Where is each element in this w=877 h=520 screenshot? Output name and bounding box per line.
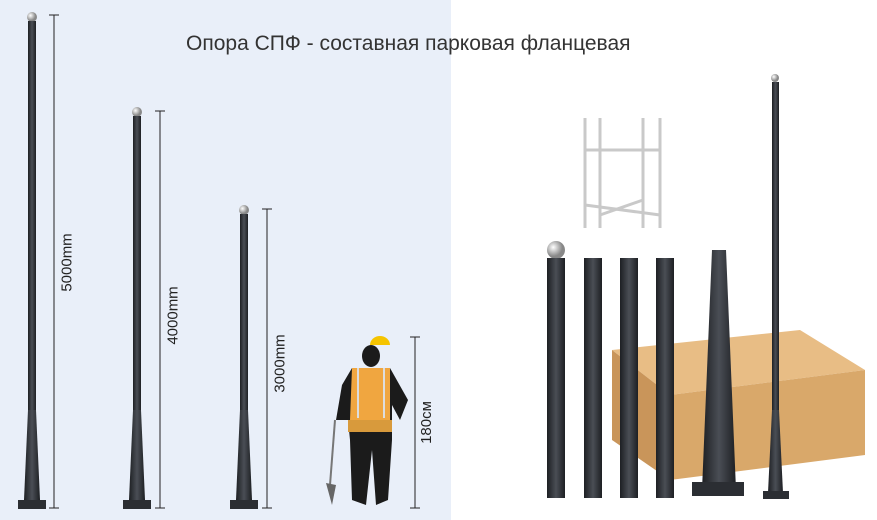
worker-silhouette — [326, 336, 408, 505]
pole-4000 — [123, 107, 151, 509]
page-title: Опора СПФ - составная парковая фланцевая — [186, 32, 631, 55]
pole-sections — [547, 74, 789, 499]
dimension-label-3000: 3000mm — [271, 334, 289, 393]
shipping-box — [612, 330, 865, 480]
dimension-label-5000: 5000mm — [58, 233, 76, 292]
pole-5000 — [18, 12, 46, 509]
dimension-lines — [49, 14, 420, 509]
anchor-cage — [583, 118, 662, 228]
dimension-label-180: 180см — [417, 401, 435, 444]
pole-3000 — [230, 205, 258, 509]
dimension-label-4000: 4000mm — [164, 286, 182, 345]
